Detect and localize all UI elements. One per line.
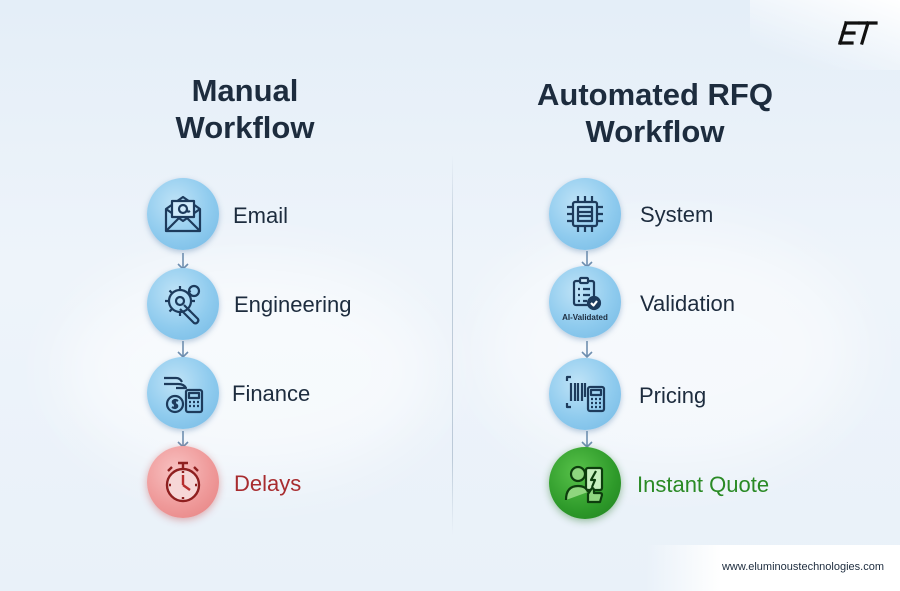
arrow-down-icon bbox=[581, 341, 593, 359]
manual-step-email-label: Email bbox=[233, 203, 289, 228]
hand-coin-calculator-icon bbox=[147, 357, 219, 429]
automated-step-validation-label: Validation bbox=[640, 291, 735, 316]
website-url: www.eluminoustechnologies.com bbox=[721, 561, 884, 573]
ai-validated-badge: AI-Validated bbox=[562, 313, 608, 322]
stopwatch-icon bbox=[147, 446, 219, 518]
chip-icon bbox=[549, 178, 621, 250]
et-logo bbox=[838, 21, 878, 45]
automated-step-system-label: System bbox=[640, 202, 714, 227]
barcode-calculator-icon bbox=[549, 358, 621, 430]
automated-step-pricing-label: Pricing bbox=[639, 383, 707, 408]
background-glow bbox=[480, 230, 860, 470]
corner-highlight bbox=[750, 0, 900, 70]
clipboard-check-icon bbox=[549, 266, 621, 338]
background-glow bbox=[60, 260, 440, 480]
manual-step-delays-label: Delays bbox=[234, 471, 302, 496]
manual-step-finance-label: Finance bbox=[232, 381, 311, 406]
person-thumbs-up-icon bbox=[549, 447, 621, 519]
envelope-icon bbox=[147, 178, 219, 250]
automated-step-instant-quote-label: Instant Quote bbox=[637, 472, 770, 497]
manual-workflow-title: Manual Workflow bbox=[175, 73, 315, 145]
gear-wrench-icon bbox=[147, 268, 219, 340]
manual-step-engineering-label: Engineering bbox=[234, 292, 352, 317]
footer-band bbox=[645, 545, 900, 591]
column-divider bbox=[452, 155, 453, 535]
automated-workflow-title: Automated RFQ Workflow bbox=[537, 77, 773, 149]
